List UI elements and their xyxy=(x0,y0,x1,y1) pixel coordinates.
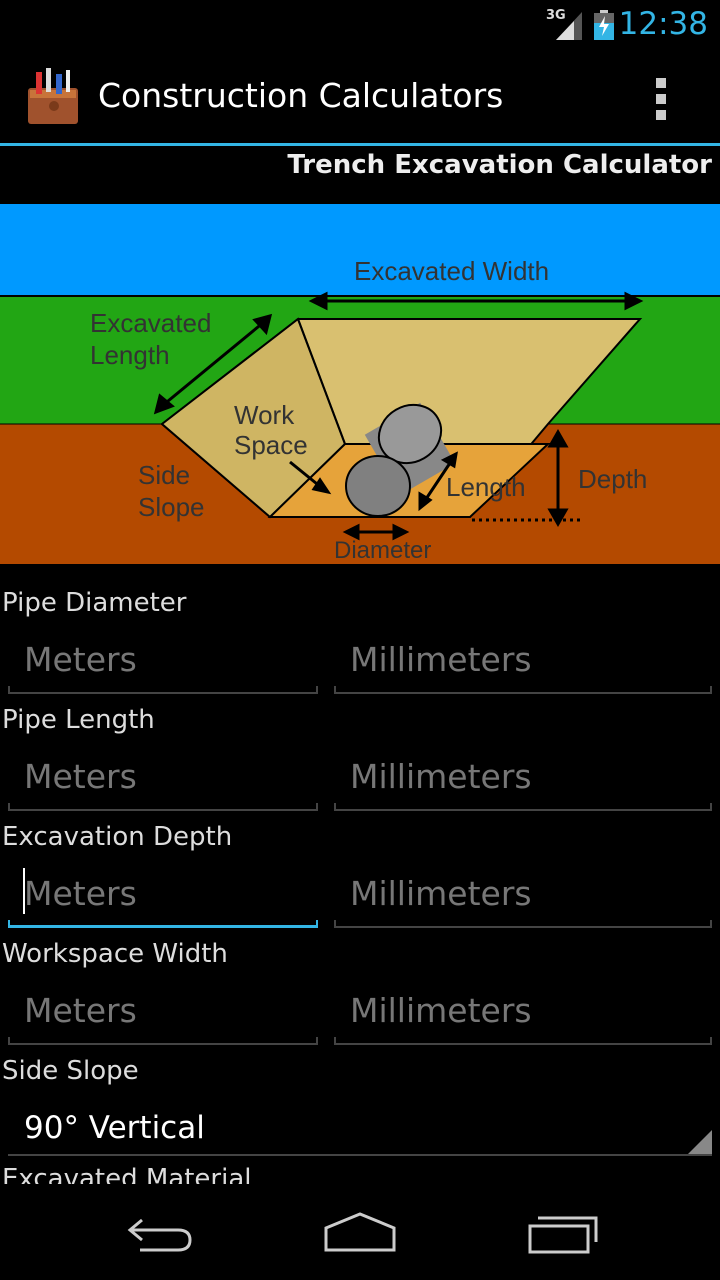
pipe-length-label: Pipe Length xyxy=(2,705,155,735)
navigation-bar xyxy=(0,1184,720,1280)
clock: 12:38 xyxy=(618,6,708,42)
dropdown-indicator-icon xyxy=(688,1130,712,1154)
workspace-width-label: Workspace Width xyxy=(2,939,228,969)
pipe-length-mm-input[interactable]: Millimeters xyxy=(334,751,712,811)
text-cursor xyxy=(23,868,25,914)
side-slope-spinner[interactable]: 90° Vertical xyxy=(8,1100,712,1156)
svg-text:Work: Work xyxy=(234,400,295,430)
action-bar-divider xyxy=(0,143,720,146)
svg-text:Excavated Width: Excavated Width xyxy=(354,256,549,286)
workspace-width-meters-input[interactable]: Meters xyxy=(8,985,318,1045)
svg-text:Space: Space xyxy=(234,430,308,460)
side-slope-label: Side Slope xyxy=(2,1056,139,1086)
recents-icon[interactable] xyxy=(526,1206,600,1256)
battery-charging-icon xyxy=(594,10,614,40)
svg-text:Excavated: Excavated xyxy=(90,308,211,338)
pipe-length-meters-input[interactable]: Meters xyxy=(8,751,318,811)
network-type: 3G xyxy=(546,8,566,23)
excavation-depth-meters-input[interactable]: Meters xyxy=(8,868,318,928)
workspace-width-mm-input[interactable]: Millimeters xyxy=(334,985,712,1045)
excavation-depth-mm-input[interactable]: Millimeters xyxy=(334,868,712,928)
back-icon[interactable] xyxy=(124,1206,196,1256)
svg-text:Slope: Slope xyxy=(138,492,205,522)
pipe-diameter-meters-input[interactable]: Meters xyxy=(8,634,318,694)
action-bar: Construction Calculators xyxy=(0,50,720,144)
svg-text:Side: Side xyxy=(138,460,190,490)
svg-text:Length: Length xyxy=(90,340,170,370)
calculator-title: Trench Excavation Calculator xyxy=(287,150,712,180)
pipe-diameter-label: Pipe Diameter xyxy=(2,588,187,618)
excavation-depth-label: Excavation Depth xyxy=(2,822,233,852)
app-title: Construction Calculators xyxy=(98,76,504,115)
excavated-material-label: Excavated Material xyxy=(2,1166,252,1184)
signal-icon xyxy=(556,12,582,40)
overflow-menu-icon[interactable] xyxy=(654,78,668,120)
toolbox-icon[interactable] xyxy=(26,68,82,126)
pipe-shape xyxy=(345,402,456,517)
svg-text:Diameter: Diameter xyxy=(334,537,431,564)
home-icon[interactable] xyxy=(322,1206,398,1256)
pipe-diameter-mm-input[interactable]: Millimeters xyxy=(334,634,712,694)
svg-text:Length: Length xyxy=(446,472,526,502)
status-bar: 3G 12:38 xyxy=(0,0,720,50)
trench-diagram: Excavated Width Excavated Length Work Sp… xyxy=(0,204,720,564)
svg-text:Depth: Depth xyxy=(578,464,647,494)
